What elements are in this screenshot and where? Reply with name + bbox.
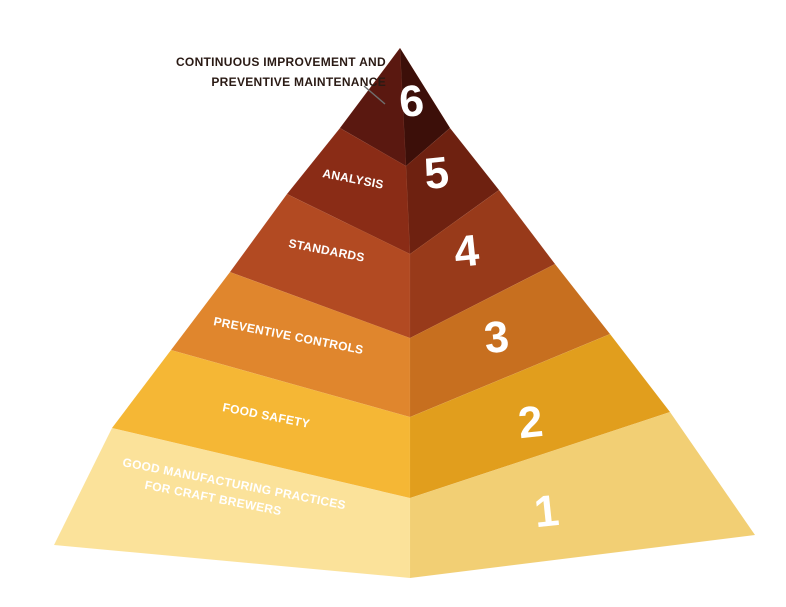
callout-line-2: PREVENTIVE MAINTENANCE <box>211 75 386 89</box>
callout-line-1: CONTINUOUS IMPROVEMENT AND <box>175 55 386 69</box>
tier-4-number: 4 <box>452 226 482 277</box>
tier-6-number: 6 <box>397 76 426 127</box>
tier-3-number: 3 <box>482 312 511 363</box>
tier-6: 6 <box>339 46 451 167</box>
tier-2-number: 2 <box>516 397 545 448</box>
tier-5-number: 5 <box>422 148 451 199</box>
callout-leader-line <box>363 85 386 105</box>
tier-6-side-face <box>399 46 451 167</box>
tier-1-number: 1 <box>532 486 561 537</box>
callout-label: CONTINUOUS IMPROVEMENT AND PREVENTIVE MA… <box>96 52 386 92</box>
